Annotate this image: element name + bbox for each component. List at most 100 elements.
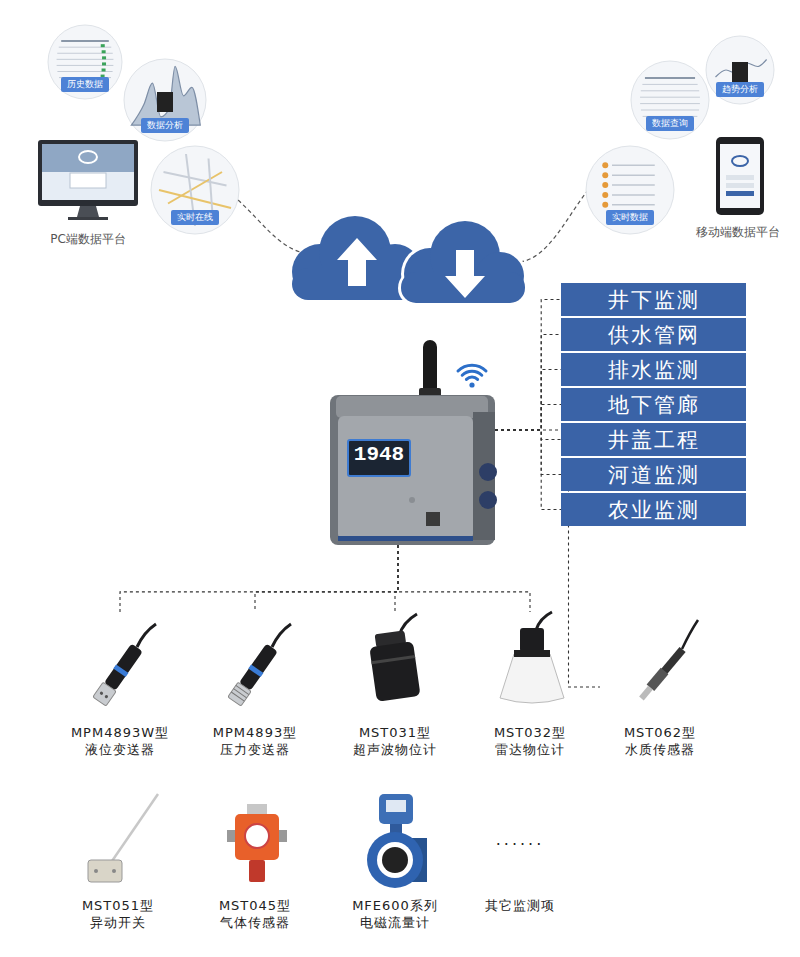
- status-dot: [102, 50, 106, 53]
- node-label: PC端数据平台: [20, 231, 156, 248]
- sensor-cable: [272, 624, 291, 647]
- cloud-part: [292, 268, 420, 300]
- water-probe: [638, 646, 687, 701]
- thumbnail-tag: 实时在线: [171, 210, 219, 225]
- node-art: [58, 790, 178, 935]
- status-dot: [102, 56, 106, 59]
- list-row: [612, 174, 655, 176]
- gas-sensor: [249, 860, 265, 882]
- probe: [228, 643, 279, 706]
- scenario-box: 农业监测: [561, 493, 746, 526]
- monitor-frame: [38, 140, 138, 206]
- radar-horn: [500, 654, 564, 703]
- thumbnail-circle: [706, 36, 774, 104]
- sensor-item: ...... 其它监测项: [460, 790, 580, 935]
- scenario-box: 河道监测: [561, 458, 746, 491]
- screw: [112, 869, 116, 873]
- cloud-part: [473, 249, 527, 303]
- ultrasonic-sensor: [368, 629, 421, 701]
- sensor-item: MST032型 雷达物位计: [470, 612, 590, 762]
- probe-thread: [236, 685, 249, 694]
- thumbnail-content: [602, 162, 655, 208]
- node-art: [335, 790, 455, 935]
- thumbnail-content: [159, 154, 231, 226]
- sensor-item: MPM4893W型 液位变送器: [60, 612, 180, 762]
- leader-line: [238, 200, 300, 252]
- thumbnail-circle: [151, 146, 239, 234]
- thumbnail-node: 趋势分析: [705, 35, 775, 105]
- node-label: ......: [460, 830, 580, 849]
- login-button: [726, 191, 754, 196]
- probe-body: [239, 643, 278, 690]
- device-lid: [336, 396, 488, 418]
- node-label: MST062型 水质传感器: [600, 724, 720, 758]
- node-label: MST051型 异动开关: [58, 897, 178, 931]
- cloud-part: [401, 272, 525, 303]
- gas-gland: [227, 830, 235, 842]
- pipe-flange: [367, 832, 423, 888]
- table-row: [641, 110, 699, 111]
- thumbnail-content: [57, 41, 114, 77]
- gas-window: [245, 824, 269, 848]
- cloud-part: [427, 218, 503, 294]
- transmitter-screen: [386, 800, 406, 812]
- probe-tip: [93, 682, 116, 706]
- wifi-arc: [466, 377, 477, 379]
- probe: [93, 643, 144, 706]
- list-icon: [602, 182, 608, 188]
- sensor-item: MST031型 超声波物位计: [335, 612, 455, 762]
- list-icon: [602, 192, 608, 198]
- thumbnail-tag: 实时数据: [606, 210, 654, 225]
- list-row: [612, 194, 655, 196]
- node-art: [460, 790, 580, 935]
- list-icon: [602, 172, 608, 178]
- display-screen: [348, 440, 410, 476]
- sensor-item: MPM4893型 压力变送器: [195, 612, 315, 762]
- login-box: [70, 173, 106, 188]
- sensor-item: MST062型 水质传感器: [600, 612, 720, 762]
- thumbnail-tag: 趋势分析: [716, 82, 764, 97]
- probe-tip: [228, 682, 251, 706]
- sensor-item: MST051型 异动开关: [58, 790, 178, 935]
- node-art: [195, 790, 315, 935]
- input-field: [726, 183, 754, 188]
- node-art: [330, 340, 495, 545]
- dashed-connector: [495, 430, 561, 475]
- wifi-symbol: [458, 365, 486, 379]
- pipe-liner: [377, 842, 413, 878]
- dashed-connector: [395, 545, 398, 612]
- sensor-cable: [137, 624, 156, 647]
- thumbnail-node: 历史数据: [47, 24, 123, 100]
- qr-code: [426, 512, 440, 526]
- status-dot: [101, 44, 105, 47]
- node-label: 其它监测项: [460, 897, 580, 914]
- transmitter-head: [379, 794, 413, 824]
- node-label: 井下监测: [561, 283, 746, 316]
- cloud-part: [476, 252, 524, 300]
- input-field: [726, 175, 754, 180]
- dashed-connector: [495, 300, 561, 431]
- gas-gland: [279, 830, 287, 842]
- probe-thread: [231, 692, 244, 701]
- cloud-upload: [292, 216, 421, 300]
- thumbnail-node: 数据分析: [123, 58, 207, 142]
- leader-line: [520, 190, 588, 262]
- monitor-stand: [77, 206, 99, 217]
- device-body: [330, 395, 495, 545]
- scenario-box: 地下管廊: [561, 388, 746, 421]
- table-row: [61, 40, 109, 42]
- probe-tip: [639, 686, 653, 701]
- screen-banner: [42, 144, 134, 172]
- radar-band: [514, 650, 550, 657]
- cloud-part: [319, 216, 391, 288]
- list-icon: [602, 162, 608, 168]
- switch-box: [88, 860, 122, 882]
- cloud-part: [401, 245, 459, 303]
- table-row: [640, 103, 700, 104]
- list-row: [612, 165, 655, 167]
- status-dot: [102, 69, 106, 72]
- scenario-box: 井下监测: [561, 283, 746, 316]
- thumbnail-tag: 数据查询: [646, 116, 694, 131]
- map-road: [159, 190, 231, 208]
